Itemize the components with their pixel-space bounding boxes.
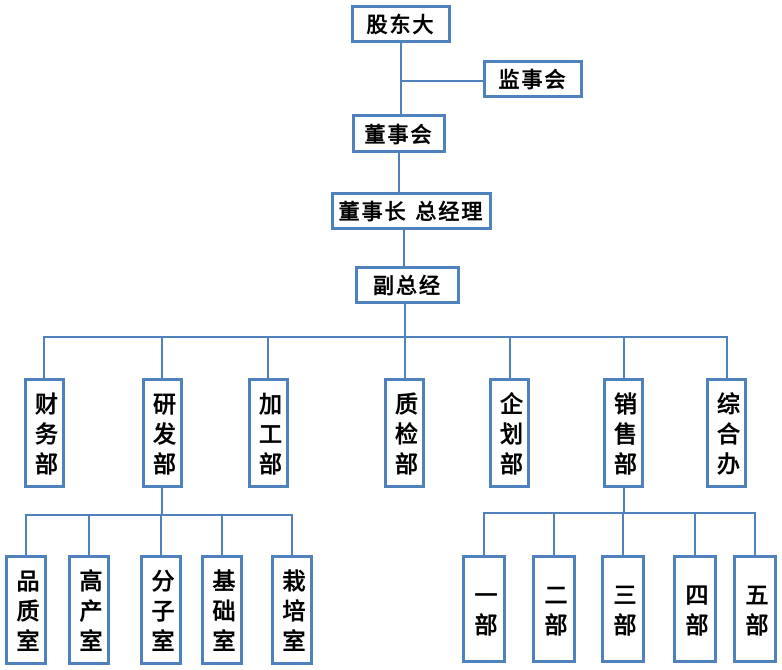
node-sales-unit-4-label: 五部	[742, 582, 768, 643]
node-chairman-general-manager-label: 董事长 总经理	[338, 201, 485, 224]
connector-drop-rd-office-1	[88, 514, 90, 555]
node-dept-processing-label: 加工部	[255, 391, 282, 482]
connector-drop-sales-unit-0	[483, 512, 485, 555]
node-shareholders: 股东大	[351, 5, 451, 43]
node-rd-office-0-label: 品质室	[13, 568, 39, 659]
connector-drop-processing	[267, 336, 269, 378]
node-sales-unit-3: 四部	[673, 555, 717, 663]
node-sales-unit-1-label: 二部	[541, 582, 567, 643]
connector-drop-planning	[509, 336, 511, 378]
node-sales-unit-3-label: 四部	[682, 582, 708, 643]
connector-departments-bus	[44, 336, 728, 338]
connector-drop-rd-office-4	[291, 514, 293, 555]
node-rd-office-4-label: 栽培室	[279, 568, 305, 659]
connector-drop-general-office	[726, 336, 728, 378]
connector-drop-quality	[404, 336, 406, 378]
node-dept-finance: 财务部	[24, 378, 65, 488]
node-dept-planning: 企划部	[489, 378, 530, 488]
connector-drop-rd-office-0	[25, 514, 27, 555]
node-sales-unit-0-label: 一部	[471, 582, 497, 643]
connector-chairman-deputy	[403, 228, 405, 267]
node-rd-office-3: 基础室	[201, 555, 243, 665]
node-rd-office-2: 分子室	[140, 555, 182, 665]
node-rd-office-4: 栽培室	[271, 555, 313, 665]
node-chairman-general-manager: 董事长 总经理	[331, 192, 492, 230]
connector-board-chairman	[398, 151, 400, 193]
connector-drop-rd-office-3	[221, 514, 223, 555]
node-dept-general-office-label: 综合办	[713, 391, 740, 482]
node-deputy-general-manager-label: 副总经	[373, 275, 442, 298]
node-deputy-general-manager: 副总经	[355, 266, 460, 304]
node-dept-sales: 销售部	[603, 378, 644, 488]
node-dept-quality-label: 质检部	[391, 391, 418, 482]
node-rd-office-1: 高产室	[68, 555, 110, 665]
connector-drop-sales-unit-3	[694, 512, 696, 555]
node-rd-office-0: 品质室	[5, 555, 47, 665]
node-supervisory-board: 监事会	[483, 60, 583, 98]
node-dept-quality: 质检部	[384, 378, 425, 488]
connector-supervisory-branch	[401, 80, 483, 82]
connector-sales-subtrunk	[623, 486, 625, 513]
node-sales-unit-0: 一部	[462, 555, 506, 663]
connector-rd-bus	[25, 514, 293, 516]
node-shareholders-label: 股东大	[366, 14, 436, 37]
connector-sales-bus	[483, 512, 756, 514]
node-sales-unit-4: 五部	[733, 555, 777, 663]
connector-drop-sales-unit-2	[622, 512, 624, 555]
node-rd-office-2-label: 分子室	[148, 568, 174, 659]
node-dept-rd: 研发部	[142, 378, 183, 488]
node-sales-unit-1: 二部	[532, 555, 576, 663]
node-sales-unit-2: 三部	[601, 555, 645, 663]
connector-drop-rd	[161, 336, 163, 378]
connector-shareholders-board	[400, 41, 402, 115]
node-board-of-directors-label: 董事会	[364, 123, 434, 147]
connector-drop-sales-unit-4	[754, 512, 756, 555]
connector-rd-subtrunk	[161, 486, 163, 515]
node-dept-finance-label: 财务部	[31, 391, 58, 482]
node-dept-planning-label: 企划部	[496, 391, 523, 482]
connector-drop-sales	[623, 336, 625, 378]
node-dept-sales-label: 销售部	[610, 391, 637, 482]
connector-drop-sales-unit-1	[553, 512, 555, 555]
node-board-of-directors: 董事会	[352, 114, 446, 153]
node-supervisory-board-label: 监事会	[498, 69, 568, 92]
node-rd-office-3-label: 基础室	[209, 568, 235, 659]
node-rd-office-1-label: 高产室	[76, 568, 102, 659]
node-sales-unit-2-label: 三部	[610, 582, 636, 643]
node-dept-general-office: 综合办	[706, 378, 747, 488]
node-dept-rd-label: 研发部	[149, 391, 176, 482]
connector-drop-rd-office-2	[160, 514, 162, 555]
node-dept-processing: 加工部	[248, 378, 289, 488]
connector-drop-finance	[43, 336, 45, 378]
connector-deputy-trunk	[404, 302, 406, 338]
